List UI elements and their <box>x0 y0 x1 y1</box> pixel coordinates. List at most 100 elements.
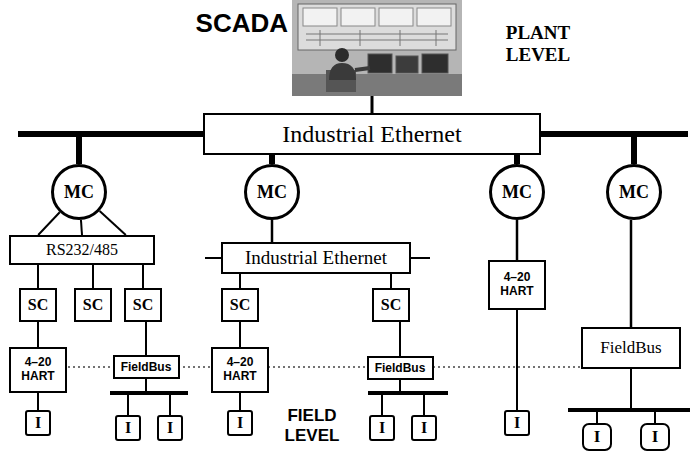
node-text: 4–20 HART <box>217 356 263 384</box>
connector-line <box>516 220 519 260</box>
level-label: FIELD LEVEL <box>265 406 359 446</box>
node-text: I <box>594 427 601 447</box>
master-controller-circle: MC <box>51 164 107 220</box>
instrument-box: I <box>115 415 141 441</box>
connector-line <box>382 380 400 415</box>
connector-line <box>239 322 241 347</box>
node-text: RS232/485 <box>46 241 118 259</box>
node-text: FieldBus <box>121 360 172 374</box>
instrument-box: I <box>582 423 612 451</box>
connector-line <box>390 274 392 288</box>
desk <box>292 74 462 96</box>
slave-controller-box: SC <box>221 288 259 322</box>
connector-line <box>146 379 170 415</box>
connector-line <box>271 220 274 242</box>
system-title: SCADA <box>180 8 288 39</box>
master-controller-circle: MC <box>606 164 662 220</box>
scada-link-wire <box>371 96 374 113</box>
circle-outline <box>246 166 299 219</box>
slave-controller-box: SC <box>74 288 112 322</box>
node-text: MC <box>257 182 287 203</box>
photo-ground <box>292 0 462 96</box>
connector-line <box>516 310 518 410</box>
monitor <box>368 54 392 73</box>
node-text: FieldBus <box>375 361 426 375</box>
node-text: I <box>167 419 173 437</box>
node-text: 4–20 HART <box>15 356 61 384</box>
panel-lines <box>306 30 448 46</box>
connector-line <box>81 220 82 235</box>
network-box: Industrial Ethernet <box>203 113 541 155</box>
node-text: I <box>652 427 659 447</box>
node-text: I <box>35 414 41 432</box>
slave-controller-box: SC <box>372 288 410 322</box>
signal-interface-box: 4–20 HART <box>211 347 269 393</box>
control-room-photo <box>292 0 462 96</box>
instrument-box: I <box>369 415 395 441</box>
master-controller-circle: MC <box>489 164 545 220</box>
circle-outline <box>491 166 544 219</box>
instrument-box: I <box>157 415 183 441</box>
master-controller-circle: MC <box>244 164 300 220</box>
node-text: I <box>379 419 385 437</box>
circle-outline <box>608 166 661 219</box>
connector-line <box>514 155 520 164</box>
panel-screen <box>417 8 451 26</box>
node-text: SC <box>133 296 153 314</box>
node-text: 4–20 HART <box>494 271 540 299</box>
serial-link-box: RS232/485 <box>9 235 155 265</box>
node-text: I <box>514 414 520 432</box>
connector-line <box>37 322 39 347</box>
node-text: SC <box>28 296 48 314</box>
network-box: Industrial Ethernet <box>221 242 411 274</box>
level-label: PLANT LEVEL <box>488 22 588 66</box>
instrument-box: I <box>504 410 530 436</box>
connector-line <box>37 393 39 410</box>
connector-line <box>269 155 275 164</box>
node-text: SC <box>381 296 401 314</box>
signal-interface-box: 4–20 HART <box>488 260 546 310</box>
connector-line <box>37 265 39 288</box>
node-text: Industrial Ethernet <box>282 121 461 148</box>
operator-head <box>335 48 349 62</box>
node-text: I <box>421 419 427 437</box>
node-text: MC <box>64 182 94 203</box>
connector-line <box>630 220 633 327</box>
connector-line <box>145 322 147 355</box>
slave-controller-box: SC <box>124 288 162 322</box>
monitor <box>396 56 418 73</box>
connector-line <box>38 212 60 235</box>
monitor <box>422 54 448 73</box>
connector-line <box>92 265 94 288</box>
node-text: SC <box>230 296 250 314</box>
circle-outline <box>53 166 106 219</box>
connector-line <box>79 134 203 164</box>
fieldbus-box: FieldBus <box>581 327 681 369</box>
connector-line <box>142 265 144 288</box>
connector-line <box>597 369 631 423</box>
node-text: I <box>237 414 243 432</box>
instrument-box: I <box>640 423 670 451</box>
node-text: Industrial Ethernet <box>245 247 387 269</box>
mimic-panel <box>298 4 456 50</box>
connector-line <box>400 380 424 415</box>
instrument-box: I <box>411 415 437 441</box>
fieldbus-box: FieldBus <box>113 355 180 379</box>
connector-line <box>239 393 241 410</box>
slave-controller-box: SC <box>19 288 57 322</box>
instrument-box: I <box>25 410 51 436</box>
connector-line <box>631 369 655 423</box>
node-text: MC <box>502 182 532 203</box>
node-text: I <box>125 419 131 437</box>
node-text: FieldBus <box>600 338 661 358</box>
connector-line <box>128 379 146 415</box>
panel-screen <box>379 8 413 26</box>
connector-line <box>100 211 126 235</box>
connector-line <box>239 274 241 288</box>
node-text: MC <box>619 182 649 203</box>
panel-screen <box>341 8 375 26</box>
operator-body <box>329 63 356 80</box>
node-text: SC <box>83 296 103 314</box>
